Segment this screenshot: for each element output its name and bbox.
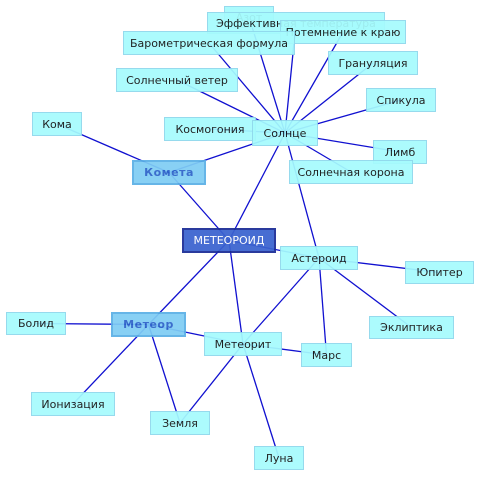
node-asteroid[interactable]: Астероид bbox=[280, 246, 358, 270]
node-bolid[interactable]: Болид bbox=[6, 312, 66, 335]
edge-solnce-barometricheskaya bbox=[208, 42, 286, 134]
edge-root-solnce bbox=[228, 132, 286, 241]
node-spikula[interactable]: Спикула bbox=[366, 88, 436, 112]
node-ekliptika[interactable]: Эклиптика bbox=[369, 316, 454, 339]
node-kosmogoniya[interactable]: Космогония bbox=[164, 117, 256, 141]
node-granulyaciya[interactable]: Грануляция bbox=[328, 51, 418, 75]
edge-solnce-asteroid bbox=[284, 132, 320, 259]
node-zemlya[interactable]: Земля bbox=[150, 411, 210, 435]
edge-meteorit-zemlya bbox=[179, 343, 244, 424]
node-luna[interactable]: Луна bbox=[254, 446, 304, 470]
edge-root-meteorit bbox=[228, 240, 244, 345]
node-kometa[interactable]: Комета bbox=[132, 160, 206, 185]
node-meteoroid[interactable]: МЕТЕОРОИД bbox=[182, 228, 276, 253]
node-mars[interactable]: Марс bbox=[301, 343, 352, 367]
node-potemnenie-k-krayu[interactable]: Потемнение к краю bbox=[280, 20, 406, 44]
edge-meteorit-luna bbox=[242, 343, 280, 459]
edge-root-meteor bbox=[148, 240, 230, 325]
edge-asteroid-mars bbox=[318, 257, 328, 356]
node-barometricheskaya-formula[interactable]: Барометрическая формула bbox=[123, 31, 295, 55]
node-ionizaciya[interactable]: Ионизация bbox=[31, 392, 115, 416]
edge-solnce-potemnenie bbox=[284, 31, 344, 134]
edge-asteroid-meteorit bbox=[242, 257, 320, 345]
node-koma[interactable]: Кома bbox=[32, 112, 82, 136]
edge-meteor-ionizaciya bbox=[72, 324, 149, 405]
node-solnechnaya-korona[interactable]: Солнечная корона bbox=[289, 160, 413, 184]
node-solnechny-veter[interactable]: Солнечный ветер bbox=[116, 68, 238, 92]
node-meteor[interactable]: Метеор bbox=[111, 312, 186, 337]
edge-meteor-zemlya bbox=[147, 324, 181, 424]
node-yupiter[interactable]: Юпитер bbox=[405, 261, 474, 284]
node-solnce[interactable]: Солнце bbox=[252, 120, 318, 146]
node-meteorit[interactable]: Метеорит bbox=[204, 332, 282, 356]
